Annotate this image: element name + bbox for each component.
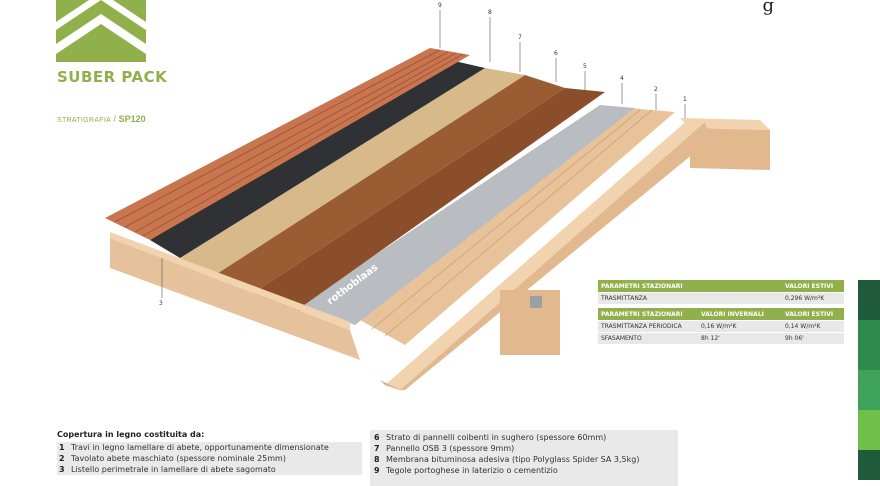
membrane-layer [300,105,635,325]
item-number: 8 [374,455,380,464]
item-number: 6 [374,433,380,442]
stratigraphy-prefix: STRATIGRAFIA [57,117,112,124]
beam-front-top [385,118,705,390]
list-item: 8 Membrana bituminosa adesiva (tipo Poly… [374,454,674,465]
callout-7: 7 [518,34,522,41]
list-item: 2 Tavolato abete maschiato (spessore nom… [57,453,362,464]
stratigraphy-label: STRATIGRAFIA / SP120 [57,114,146,124]
legend-title: Copertura in legno costituita da: [57,430,205,439]
item-text: Listello perimetrale in lamellare di abe… [71,465,276,474]
item-text: Tavolato abete maschiato (spessore nomin… [71,454,286,463]
row-label: TRASMITTANZA [601,295,648,302]
callout-4: 4 [620,75,624,82]
row-label: TRASMITTANZA PERIODICA [601,323,682,330]
periodic-parameters-table: PARAMETRI STAZIONARI VALORI INVERNALI VA… [598,308,844,344]
osb-layer [180,68,525,275]
stratigraphy-separator: / [113,114,117,124]
callout-5: 5 [583,63,587,70]
header-summer: VALORI ESTIVI [785,282,834,290]
row-label: SFASAMENTO [601,335,642,342]
edge-bar-4 [858,410,880,450]
list-item: 6 Strato di pannelli coibenti in sughero… [374,432,674,443]
item-number: 2 [59,454,65,463]
boarding-deck [360,108,675,345]
row-summer-value: 9h 06' [785,335,804,342]
item-text: Tegole portoghese in laterizio o cementi… [386,466,558,475]
list-item: 3 Listello perimetrale in lamellare di a… [57,464,362,475]
row-summer-value: 0,296 W/m²K [785,295,825,302]
edge-bar-1 [858,280,880,320]
table-header: PARAMETRI STAZIONARI VALORI ESTIVI [598,280,844,292]
bracket [530,296,542,308]
suberpack-logo [56,0,146,62]
table-header: PARAMETRI STAZIONARI VALORI INVERNALI VA… [598,308,844,320]
table-row: SFASAMENTO 8h 12' 9h 06' [598,333,844,344]
edge-bar-5 [858,450,880,480]
edge-bar-3 [858,370,880,410]
summer-parameters-table: PARAMETRI STAZIONARI VALORI ESTIVI TRASM… [598,280,844,304]
row-winter-value: 0,16 W/m²K [701,323,737,330]
header-parameters: PARAMETRI STAZIONARI [601,282,683,290]
row-summer-value: 0,14 W/m²K [785,323,821,330]
item-text: Pannello OSB 3 (spessore 9mm) [386,444,515,453]
bituminous-layer [150,60,485,258]
callout-1: 1 [683,96,687,103]
table-row: TRASMITTANZA PERIODICA 0,16 W/m²K 0,14 W… [598,321,844,332]
perimeter-batten-top [110,232,350,330]
list-item: 9 Tegole portoghese in laterizio o cemen… [374,465,674,476]
list-item: 7 Pannello OSB 3 (spessore 9mm) [374,443,674,454]
callout-6: 6 [554,50,558,57]
item-text: Membrana bituminosa adesiva (tipo Polygl… [386,455,640,464]
table-row: TRASMITTANZA 0,296 W/m²K [598,293,844,304]
legend-left: Copertura in legno costituita da: 1 Trav… [57,430,362,475]
cork-layer-6 [215,75,565,292]
list-item: 1 Travi in legno lamellare di abete, opp… [57,442,362,453]
brand-name: SUBER PACK [57,68,168,86]
cropped-heading: g [762,0,774,16]
beam-side [690,128,770,170]
row-winter-value: 8h 12' [701,335,720,342]
header-summer: VALORI ESTIVI [785,310,834,318]
item-text: Travi in legno lamellare di abete, oppor… [71,443,329,452]
beam-front-side [400,122,710,390]
edge-bar-2 [858,320,880,370]
cork-layer-5 [255,88,605,308]
item-number: 3 [59,465,65,474]
callout-2: 2 [654,86,658,93]
beam-block [500,290,560,355]
callout-8: 8 [488,9,492,16]
legend-right: 6 Strato di pannelli coibenti in sughero… [370,430,678,486]
item-number: 1 [59,443,65,452]
callout-3: 3 [159,300,163,307]
item-number: 9 [374,466,380,475]
item-number: 7 [374,444,380,453]
callout-9: 9 [438,2,442,9]
perimeter-batten [110,238,360,360]
header-winter: VALORI INVERNALI [701,310,764,318]
stratigraphy-code: SP120 [118,114,146,124]
item-text: Strato di pannelli coibenti in sughero (… [386,433,607,442]
header-parameters: PARAMETRI STAZIONARI [601,310,683,318]
